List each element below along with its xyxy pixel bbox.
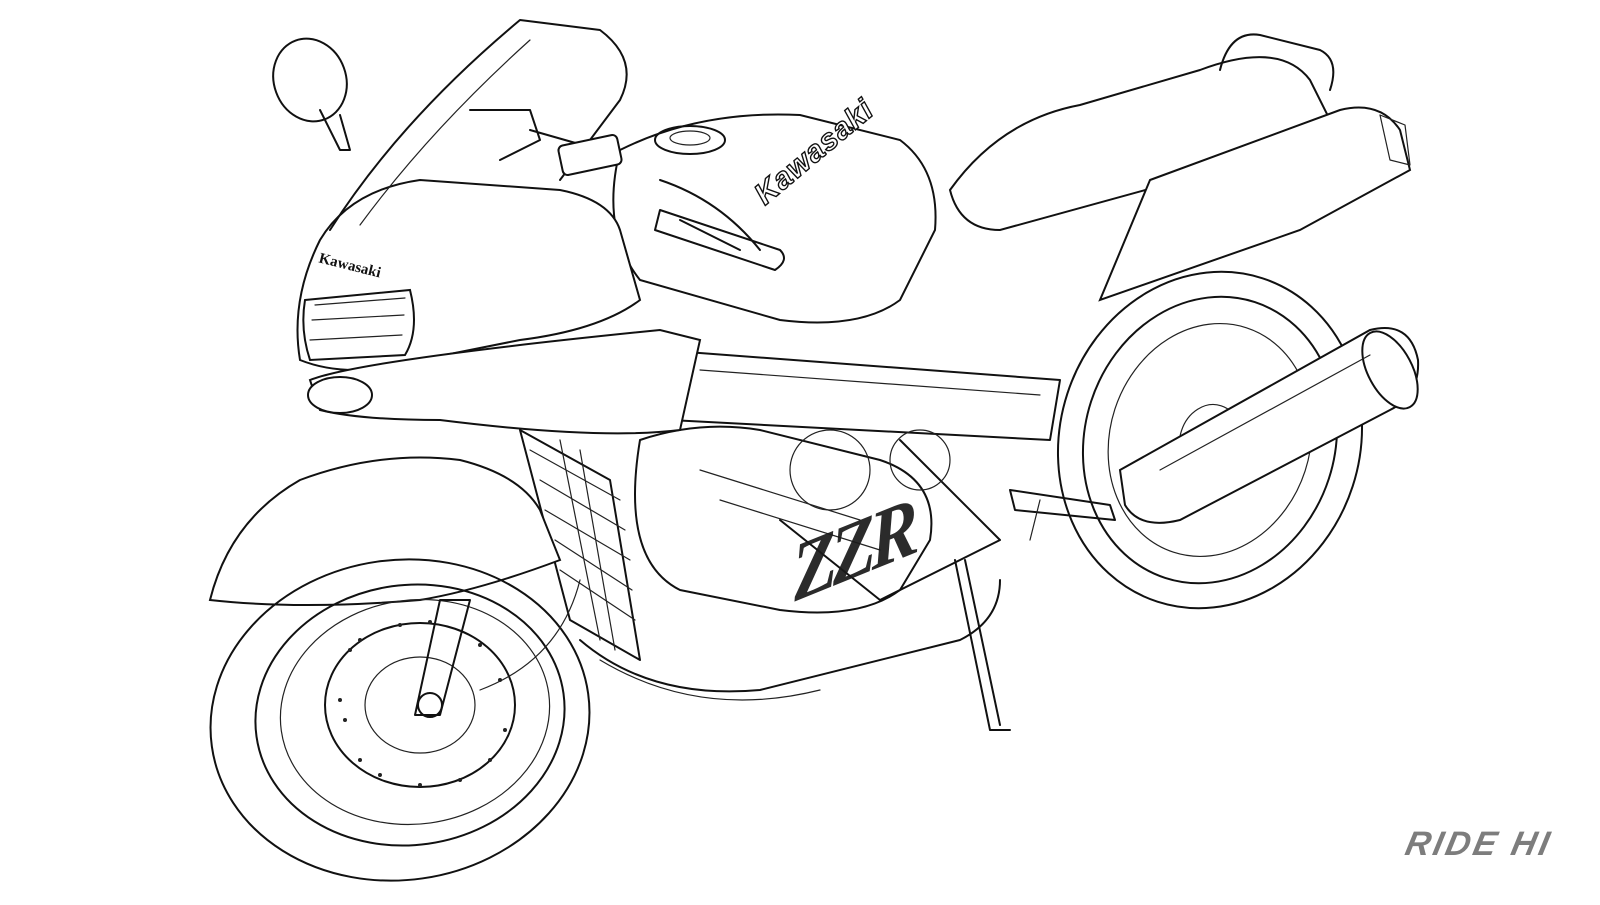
- front-wheel: [209, 558, 591, 882]
- side-stand: [954, 559, 1011, 731]
- radiator: [519, 429, 641, 661]
- belly-fairing: [579, 579, 1001, 701]
- front-fairing: [296, 178, 702, 435]
- mirror: [272, 37, 351, 151]
- footpeg-assembly: [1009, 489, 1116, 541]
- windscreen: [329, 19, 628, 231]
- seat-and-tail: [948, 33, 1412, 302]
- fuel-tank: [612, 113, 937, 324]
- exhaust-muffler: [1118, 327, 1420, 524]
- handlebar: [469, 109, 785, 271]
- watermark-logo: RIDE HI: [1402, 825, 1557, 863]
- brake-disc-holes: [338, 620, 507, 787]
- engine: [634, 179, 951, 614]
